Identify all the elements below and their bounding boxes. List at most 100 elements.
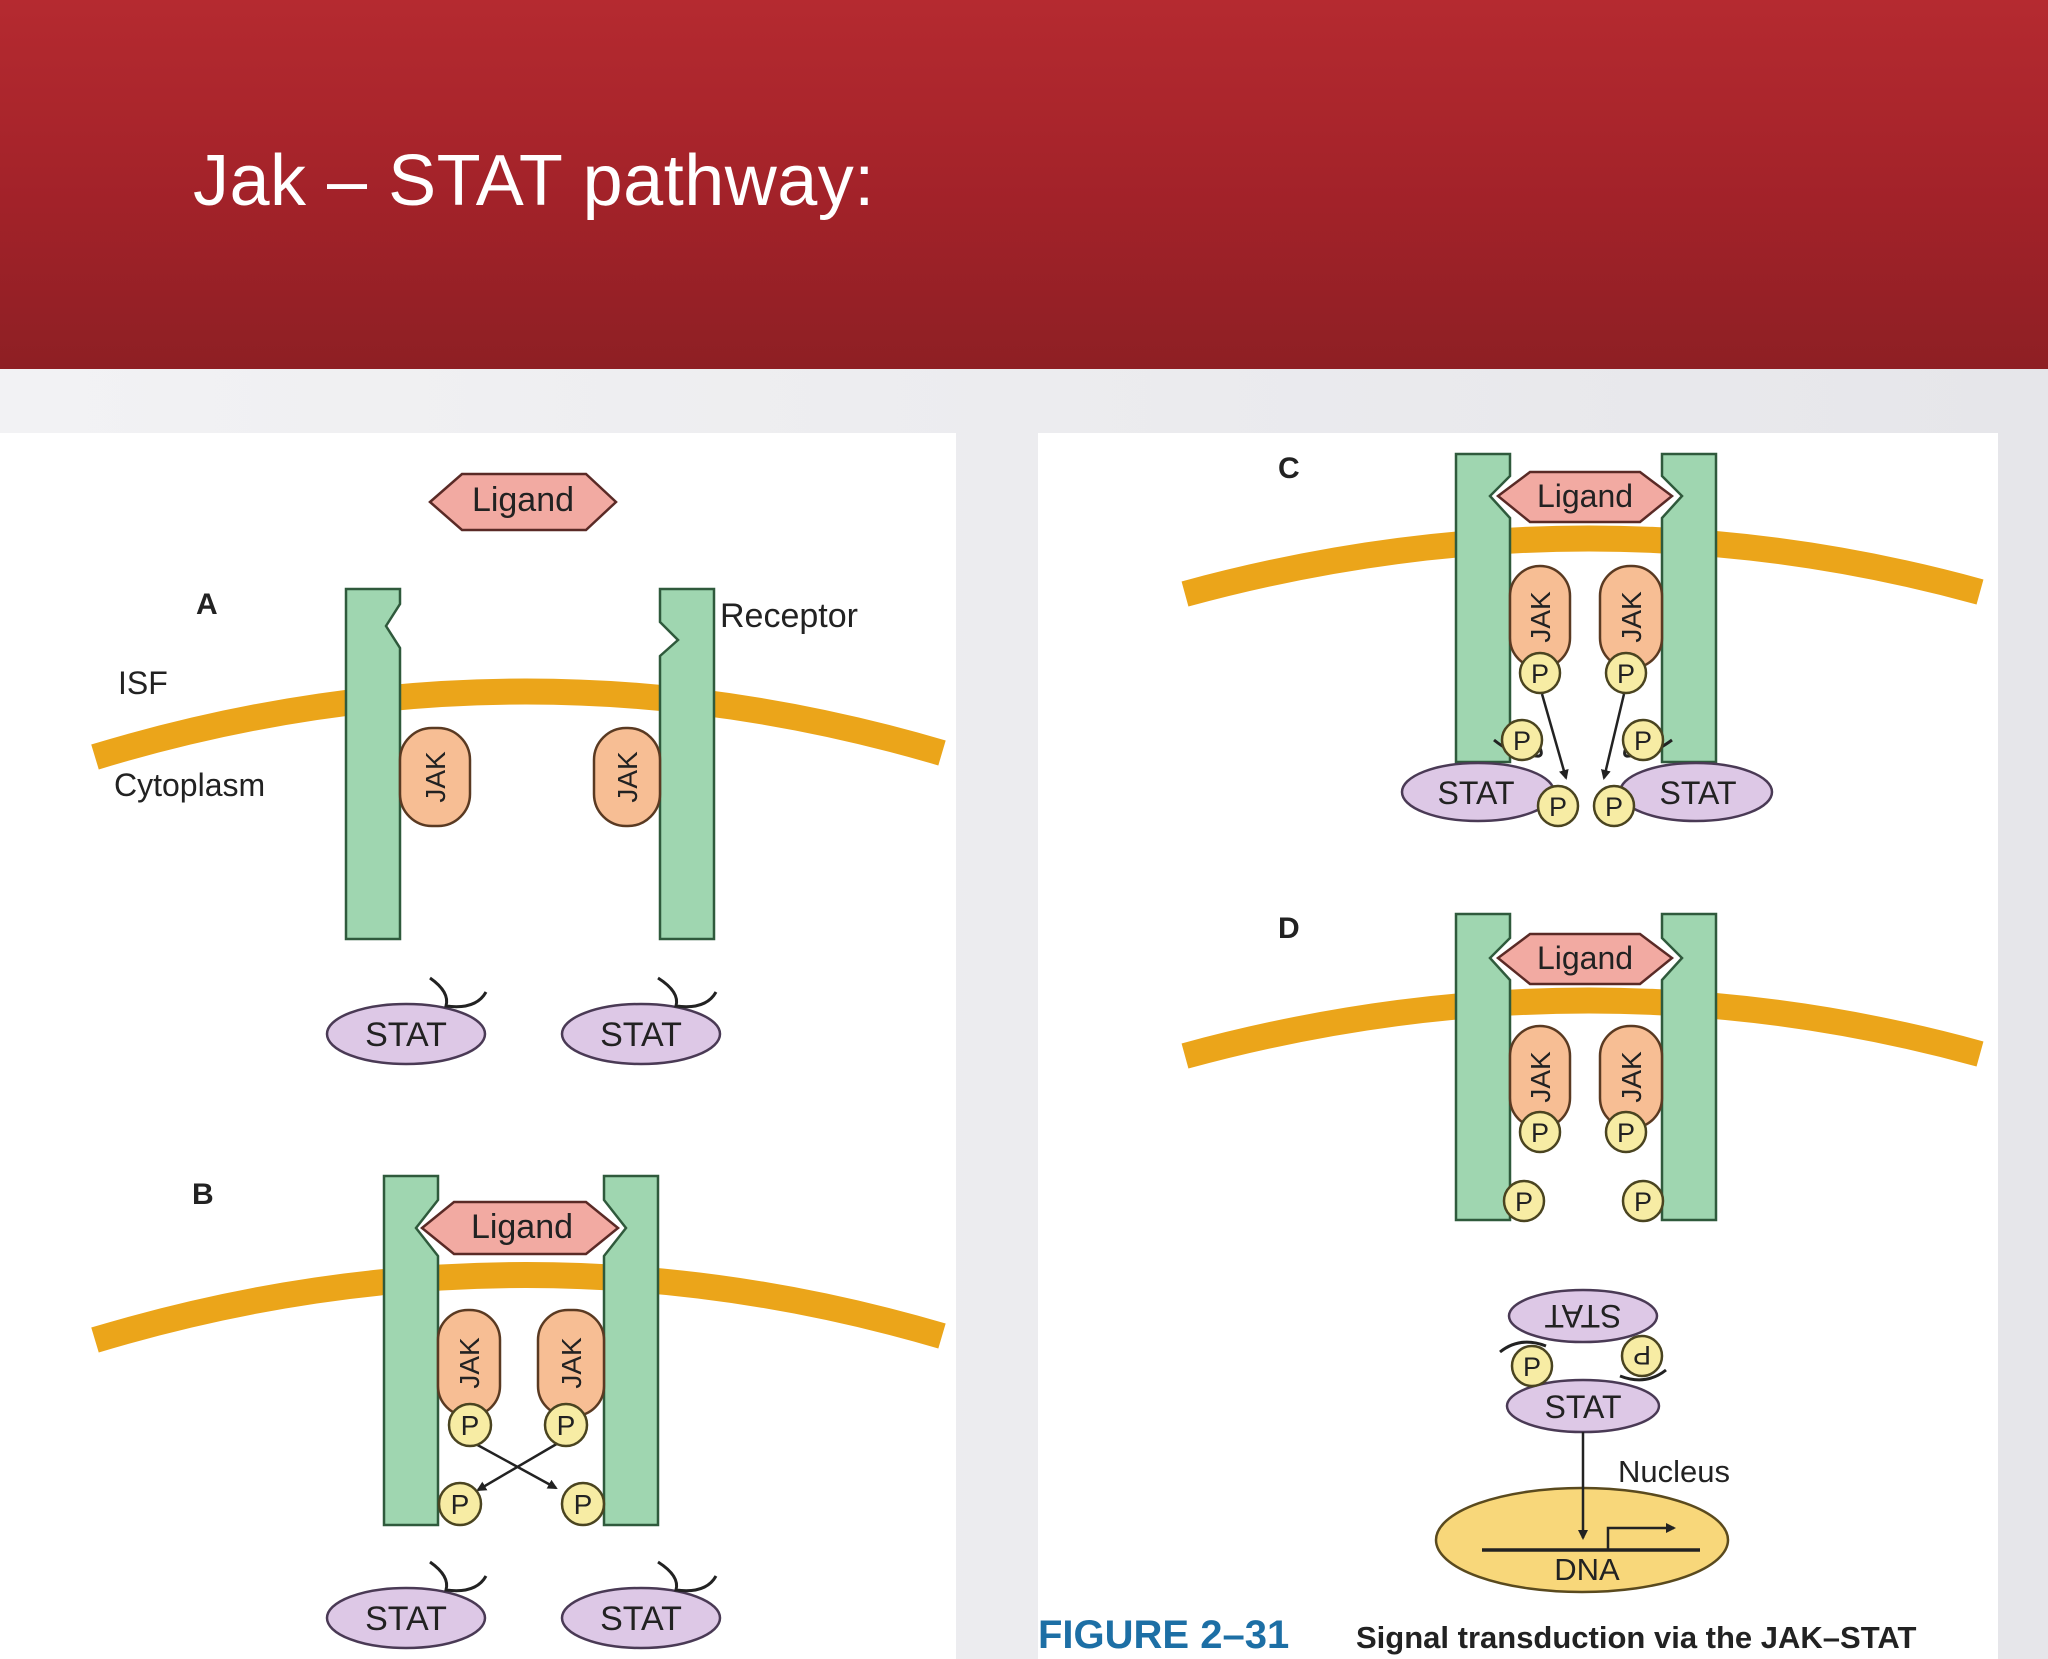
jak-label: JAK bbox=[1616, 591, 1647, 643]
stat-label: STAT bbox=[1437, 775, 1514, 811]
slide-title: Jak – STAT pathway: bbox=[193, 141, 875, 221]
receptor-left bbox=[1454, 452, 1512, 764]
panel-b-ligand-label: Ligand bbox=[471, 1208, 573, 1246]
receptor-left bbox=[344, 587, 402, 941]
svg-text:P: P bbox=[451, 1489, 470, 1520]
panel-c-stat-right: STAT bbox=[1618, 738, 1774, 823]
panel-d-ligand: Ligand bbox=[1495, 932, 1675, 986]
panel-a-ligand-label: Ligand bbox=[472, 481, 574, 519]
receptor-right bbox=[658, 587, 716, 941]
panel-c-stat-left: STAT bbox=[1400, 738, 1556, 823]
stat-label: STAT bbox=[600, 1016, 682, 1054]
jak-label: JAK bbox=[1525, 591, 1556, 643]
jak-label: JAK bbox=[420, 751, 451, 803]
panel-a-membrane bbox=[91, 678, 946, 770]
svg-text:P: P bbox=[1617, 659, 1635, 689]
receptor-left bbox=[382, 1174, 440, 1527]
stat-dimer: STAT STAT P P bbox=[1499, 1288, 1667, 1434]
svg-text:P: P bbox=[1634, 726, 1652, 756]
phosphate: P bbox=[1604, 651, 1648, 695]
phosphate: P bbox=[560, 1481, 606, 1527]
stat-label: STAT bbox=[1544, 1389, 1621, 1425]
panel-b: B Ligand JAK JAK P P P bbox=[91, 1174, 946, 1650]
panel-a-stat-right: STAT bbox=[560, 976, 722, 1066]
phosphate: P bbox=[1592, 784, 1636, 828]
panel-c-letter: C bbox=[1278, 452, 1300, 485]
phosphate: P bbox=[1500, 718, 1544, 762]
stat-label: STAT bbox=[365, 1016, 447, 1054]
svg-text:P: P bbox=[1523, 1352, 1541, 1382]
jak-label: JAK bbox=[454, 1337, 485, 1389]
stat-label: STAT bbox=[600, 1600, 682, 1638]
isf-label: ISF bbox=[118, 665, 168, 701]
jak-label: JAK bbox=[612, 751, 643, 803]
panel-d-membrane bbox=[1181, 987, 1984, 1069]
panel-b-stat-right: STAT bbox=[560, 1560, 722, 1650]
svg-text:P: P bbox=[1513, 726, 1531, 756]
panel-d-ligand-label: Ligand bbox=[1537, 940, 1633, 976]
figure-number: FIGURE 2–31 bbox=[1038, 1613, 1289, 1657]
panel-d: D Ligand JAK JAK P P P P bbox=[1181, 912, 1984, 1594]
svg-text:P: P bbox=[1531, 659, 1549, 689]
panel-a-jak-right: JAK bbox=[592, 726, 662, 828]
panel-d-jak-left: JAK bbox=[1508, 1024, 1572, 1130]
svg-text:P: P bbox=[1634, 1187, 1652, 1217]
panel-c-jak-left: JAK bbox=[1508, 564, 1572, 670]
phosphate: P bbox=[437, 1481, 483, 1527]
panel-d-letter: D bbox=[1278, 912, 1300, 945]
jak-label: JAK bbox=[1525, 1051, 1556, 1103]
svg-text:P: P bbox=[1515, 1187, 1533, 1217]
svg-text:P: P bbox=[1605, 792, 1623, 822]
receptor-right bbox=[1660, 452, 1718, 764]
panel-d-jak-right: JAK bbox=[1598, 1024, 1664, 1130]
receptor-left bbox=[1454, 912, 1512, 1222]
svg-text:P: P bbox=[1549, 792, 1567, 822]
panel-b-ligand: Ligand bbox=[420, 1200, 620, 1256]
panel-b-membrane bbox=[91, 1262, 946, 1353]
phosphate: P bbox=[1536, 784, 1580, 828]
phosphate: P bbox=[1604, 1110, 1648, 1154]
svg-text:P: P bbox=[1617, 1118, 1635, 1148]
panel-c-ligand-label: Ligand bbox=[1537, 478, 1633, 514]
panel-c-ligand: Ligand bbox=[1495, 470, 1675, 524]
panel-c-jak-right: JAK bbox=[1598, 564, 1664, 670]
panel-a-ligand: Ligand bbox=[428, 472, 618, 532]
receptor-label: Receptor bbox=[720, 597, 858, 635]
phosphate: P bbox=[1518, 651, 1562, 695]
panel-c-membrane bbox=[1181, 525, 1984, 607]
svg-text:P: P bbox=[1633, 1340, 1651, 1370]
panel-b-jak-right: JAK bbox=[536, 1308, 606, 1418]
phosphate-inverted: P bbox=[1620, 1334, 1664, 1378]
panel-b-stat-left: STAT bbox=[325, 1560, 488, 1650]
phosphate: P bbox=[1621, 1179, 1665, 1223]
panel-a: A Ligand ISF Cytoplasm Receptor JAK JAK … bbox=[91, 472, 946, 1066]
panel-b-letter: B bbox=[192, 1178, 214, 1211]
nucleus-label: Nucleus bbox=[1618, 1454, 1730, 1489]
phosphate: P bbox=[1621, 718, 1665, 762]
title-bar: Jak – STAT pathway: bbox=[0, 0, 2048, 369]
panel-a-jak-left: JAK bbox=[398, 726, 472, 828]
panel-b-jak-left: JAK bbox=[436, 1308, 502, 1418]
phosphate: P bbox=[1518, 1110, 1562, 1154]
jak-label: JAK bbox=[1616, 1051, 1647, 1103]
panel-c: C Ligand JAK JAK P P STAT bbox=[1181, 452, 1984, 828]
phosphate: P bbox=[1502, 1179, 1546, 1223]
stat-label: STAT bbox=[365, 1600, 447, 1638]
stat-label-inverted: STAT bbox=[1544, 1298, 1621, 1334]
figure-caption: FIGURE 2–31 Signal transduction via the … bbox=[1038, 1613, 1916, 1657]
svg-text:P: P bbox=[461, 1410, 480, 1441]
svg-text:P: P bbox=[574, 1489, 593, 1520]
phosphate: P bbox=[1510, 1344, 1554, 1388]
jak-label: JAK bbox=[556, 1337, 587, 1389]
phosphate: P bbox=[447, 1402, 493, 1448]
svg-text:P: P bbox=[1531, 1118, 1549, 1148]
panel-a-stat-left: STAT bbox=[325, 976, 488, 1066]
phosphate: P bbox=[543, 1402, 589, 1448]
svg-text:P: P bbox=[557, 1410, 576, 1441]
panel-a-letter: A bbox=[196, 588, 218, 621]
dna-label: DNA bbox=[1554, 1552, 1620, 1587]
cytoplasm-label: Cytoplasm bbox=[114, 767, 265, 803]
stat-label: STAT bbox=[1659, 775, 1736, 811]
caption-text: Signal transduction via the JAK–STAT bbox=[1356, 1620, 1916, 1655]
